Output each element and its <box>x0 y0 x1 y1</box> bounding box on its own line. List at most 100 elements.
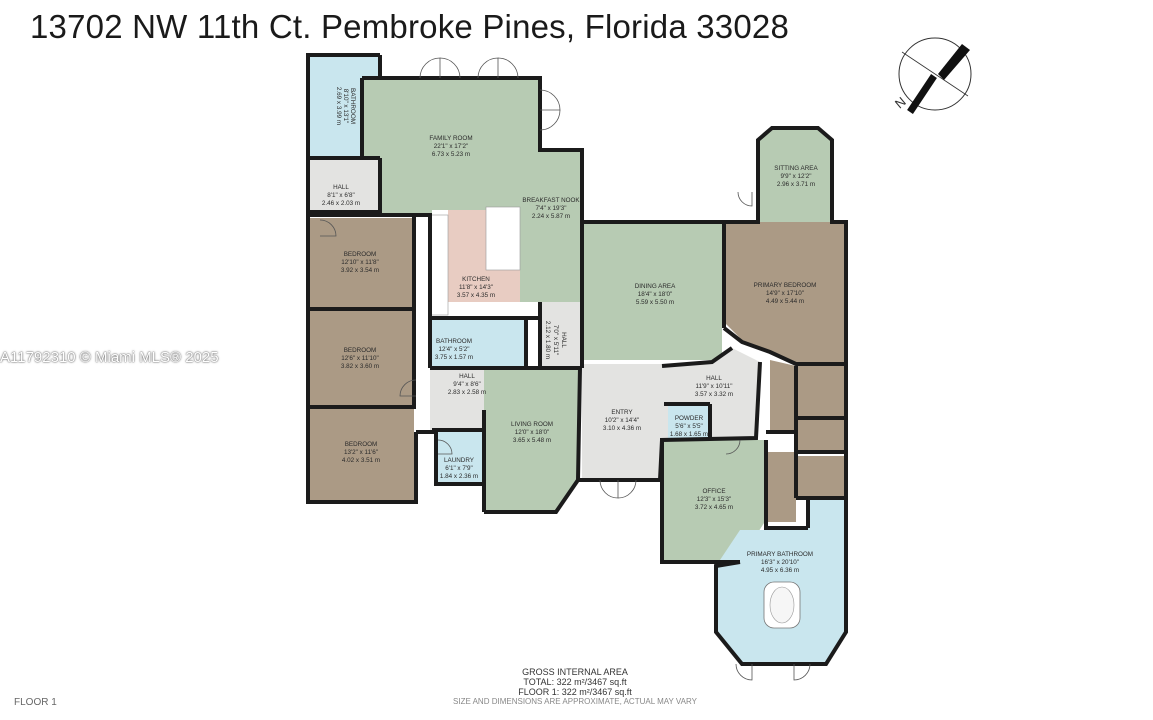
sitting-area-dim-imperial: 9'9" x 12'2" <box>780 173 811 180</box>
hall-narrow-name: HALL <box>560 332 567 348</box>
living-room-dim-imperial: 12'0" x 18'0" <box>515 429 550 436</box>
breakfast-nook-dim-imperial: 7'4" x 19'3" <box>535 205 566 212</box>
dining-area-fill <box>582 222 722 360</box>
kitchen-name: KITCHEN <box>462 276 490 283</box>
closet-corridor-2-fill <box>766 452 796 522</box>
bathroom-mid-name: BATHROOM <box>436 338 472 345</box>
office-dim-metric: 3.72 x 4.65 m <box>695 504 733 511</box>
office-dim-imperial: 12'3" x 15'3" <box>697 496 732 503</box>
gross-area-heading: GROSS INTERNAL AREA <box>522 667 628 677</box>
powder-dim-metric: 1.68 x 1.65 m <box>670 431 708 438</box>
primary-bedroom-dim-metric: 4.49 x 5.44 m <box>766 298 804 305</box>
bedroom-3-name: BEDROOM <box>345 441 378 448</box>
laundry-name: LAUNDRY <box>444 457 475 464</box>
dining-area-dim-metric: 5.59 x 5.50 m <box>636 299 674 306</box>
powder-fill <box>668 404 710 438</box>
hall-narrow-fill <box>540 302 580 366</box>
kitchen-counter-left <box>429 214 449 316</box>
bathroom-top-name: BATHROOM <box>349 88 356 124</box>
doors-and-windows <box>319 57 811 681</box>
bedroom-2-dim-imperial: 12'6" x 11'10" <box>341 355 379 362</box>
kitchen-dim-metric: 3.57 x 4.35 m <box>457 292 495 299</box>
sitting-area-dim-metric: 2.96 x 3.71 m <box>777 181 815 188</box>
kitchen-island <box>485 206 521 271</box>
entry-name: ENTRY <box>611 409 633 416</box>
family-room-dim-imperial: 22'1" x 17'2" <box>434 143 469 150</box>
bedroom-1-fill <box>308 218 412 308</box>
sitting-area-name: SITTING AREA <box>774 165 818 172</box>
walls <box>306 53 848 666</box>
closet-2-fill <box>796 420 844 452</box>
listing-address-title: 13702 NW 11th Ct. Pembroke Pines, Florid… <box>30 8 790 45</box>
entry-fill <box>582 364 662 478</box>
hall-narrow-dim-imperial: 7'0" x 5'11" <box>552 325 559 356</box>
primary-bedroom-name: PRIMARY BEDROOM <box>754 282 817 289</box>
closet-3-fill <box>796 456 844 496</box>
hall-right-dim-imperial: 11'9" x 10'11" <box>695 383 732 390</box>
bedroom-2-name: BEDROOM <box>344 347 377 354</box>
laundry-dim-imperial: 6'1" x 7'9" <box>445 465 473 472</box>
primary-bedroom-fill <box>726 222 846 364</box>
gross-area-note: SIZE AND DIMENSIONS ARE APPROXIMATE, ACT… <box>453 697 697 706</box>
hall-top-dim-metric: 2.46 x 2.03 m <box>322 200 360 207</box>
dining-area-dim-imperial: 18'4" x 18'0" <box>638 291 673 298</box>
family-room-name: FAMILY ROOM <box>429 135 472 142</box>
closet-1-fill <box>796 366 844 418</box>
powder-name: POWDER <box>675 415 704 422</box>
breakfast-nook-dim-metric: 2.24 x 5.87 m <box>532 213 570 220</box>
primary-bathroom-name: PRIMARY BATHROOM <box>747 551 813 558</box>
bedroom-2-dim-metric: 3.82 x 3.60 m <box>341 363 379 370</box>
bathroom-mid-dim-imperial: 12'4" x 5'2" <box>438 346 469 353</box>
hall-mid-dim-imperial: 9'4" x 8'6" <box>453 381 481 388</box>
hall-top-dim-imperial: 8'1" x 6'8" <box>327 192 355 199</box>
living-room-fill <box>484 370 578 510</box>
dining-area-name: DINING AREA <box>635 283 676 290</box>
bedroom-1-dim-metric: 3.92 x 3.54 m <box>341 267 379 274</box>
entry-dim-metric: 3.10 x 4.36 m <box>603 425 641 432</box>
laundry-fill <box>436 432 484 482</box>
bedroom-2-fill <box>308 310 412 406</box>
hall-mid-name: HALL <box>459 373 475 380</box>
primary-bathroom-fill <box>716 500 846 662</box>
sitting-area-fill <box>758 128 832 222</box>
mls-watermark: A11792310 © Miami MLS® 2025 <box>0 349 219 366</box>
bedroom-3-dim-imperial: 13'2" x 11'6" <box>344 449 378 456</box>
gross-area-total: TOTAL: 322 m²/3467 sq.ft <box>523 677 627 687</box>
hall-mid-dim-metric: 2.83 x 2.58 m <box>448 389 486 396</box>
floor-label: FLOOR 1 <box>14 697 57 708</box>
powder-dim-imperial: 5'6" x 5'5" <box>675 423 703 430</box>
bedroom-1-name: BEDROOM <box>344 251 377 258</box>
north-arrow-icon: N <box>892 37 972 114</box>
bathtub-basin <box>769 586 795 624</box>
hall-narrow-dim-metric: 2.12 x 1.80 m <box>544 321 551 359</box>
breakfast-nook-fill <box>520 150 582 302</box>
hall-top-fill <box>308 158 380 212</box>
bedroom-3-fill <box>308 408 414 500</box>
laundry-dim-metric: 1.84 x 2.36 m <box>440 473 478 480</box>
gross-area-floor1: FLOOR 1: 322 m²/3467 sq.ft <box>518 687 632 697</box>
primary-bedroom-dim-imperial: 14'9" x 17'10" <box>766 290 804 297</box>
primary-bathroom-dim-metric: 4.95 x 6.36 m <box>761 567 799 574</box>
bedroom-3-dim-metric: 4.02 x 3.51 m <box>342 457 380 464</box>
compass-north-label: N <box>892 94 909 112</box>
bathroom-mid-fill <box>430 320 526 368</box>
bedroom-1-dim-imperial: 12'10" x 11'8" <box>341 259 379 266</box>
bathroom-mid-dim-metric: 3.75 x 1.57 m <box>435 354 473 361</box>
hall-top-name: HALL <box>333 184 349 191</box>
hall-right-name: HALL <box>706 375 722 382</box>
room-fills <box>308 55 846 662</box>
family-room-dim-metric: 6.73 x 5.23 m <box>432 151 470 158</box>
primary-bathroom-dim-imperial: 16'3" x 20'10" <box>761 559 799 566</box>
living-room-dim-metric: 3.65 x 5.48 m <box>513 437 551 444</box>
room-labels: BATHROOM 8'10" x 13'1" 2.69 x 3.99 m FAM… <box>322 87 819 574</box>
living-room-name: LIVING ROOM <box>511 421 553 428</box>
bathroom-top-dim-imperial: 8'10" x 13'1" <box>342 89 349 124</box>
hall-right-dim-metric: 3.57 x 3.32 m <box>695 391 733 398</box>
bathroom-top-dim-metric: 2.69 x 3.99 m <box>335 87 342 125</box>
office-name: OFFICE <box>702 488 725 495</box>
kitchen-dim-imperial: 11'8" x 14'3" <box>459 284 493 291</box>
entry-dim-imperial: 10'2" x 14'4" <box>605 417 640 424</box>
closet-corridor-fill <box>770 360 796 432</box>
breakfast-nook-name: BREAKFAST NOOK <box>522 197 580 204</box>
